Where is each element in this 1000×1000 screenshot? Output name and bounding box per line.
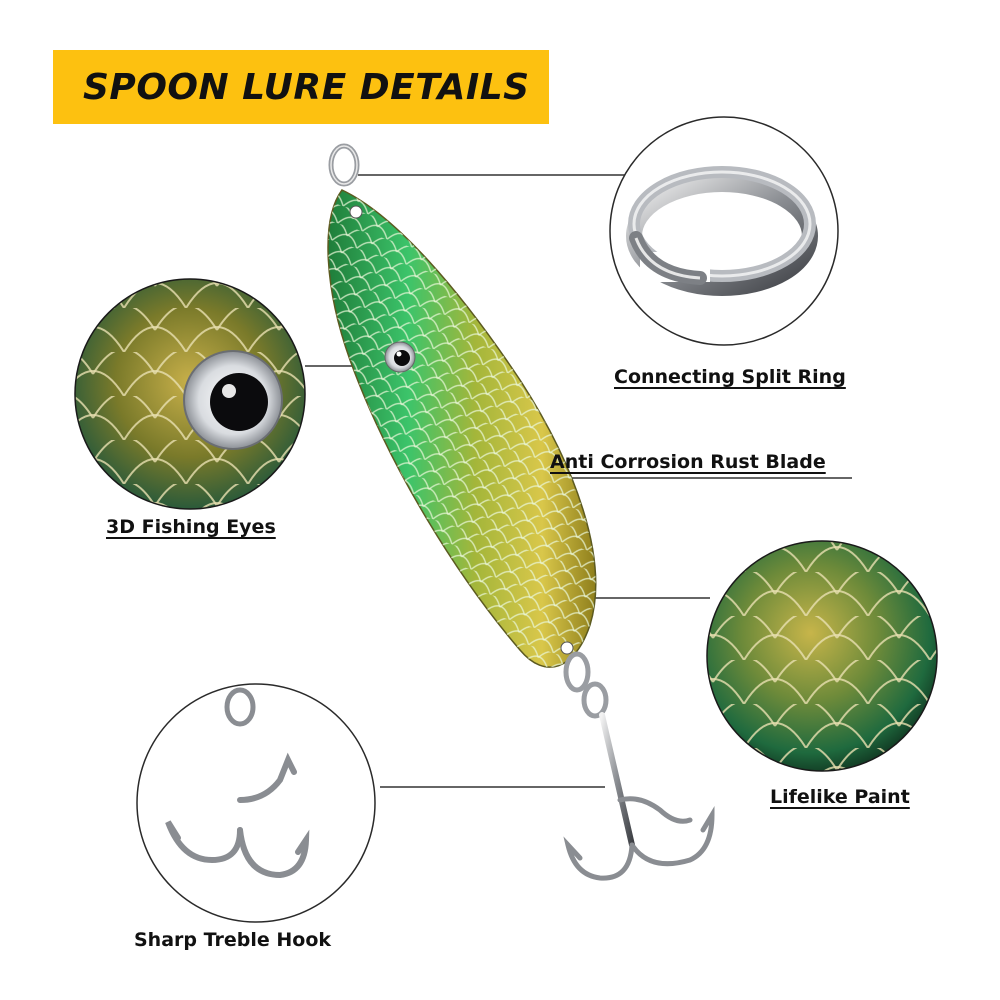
eyes-label: 3D Fishing Eyes [106,516,276,538]
split-ring-detail-circle [609,116,839,346]
banner-background [53,50,549,124]
lure-top-split-ring [328,143,360,187]
hook-label: Sharp Treble Hook [134,929,332,951]
hook-detail-circle [136,683,376,923]
paint-label: Lifelike Paint [770,786,910,808]
paint-detail-circle [706,540,938,772]
title-banner: SPOON LURE DETAILS [53,50,549,124]
eye-detail-circle [74,278,306,510]
split-ring-label: Connecting Split Ring [614,366,846,388]
page-title: SPOON LURE DETAILS [83,66,530,108]
lure-treble-hook [563,651,715,881]
lure-blade [327,189,597,668]
leader-lines [305,174,852,788]
blade-label: Anti Corrosion Rust Blade [550,451,826,473]
